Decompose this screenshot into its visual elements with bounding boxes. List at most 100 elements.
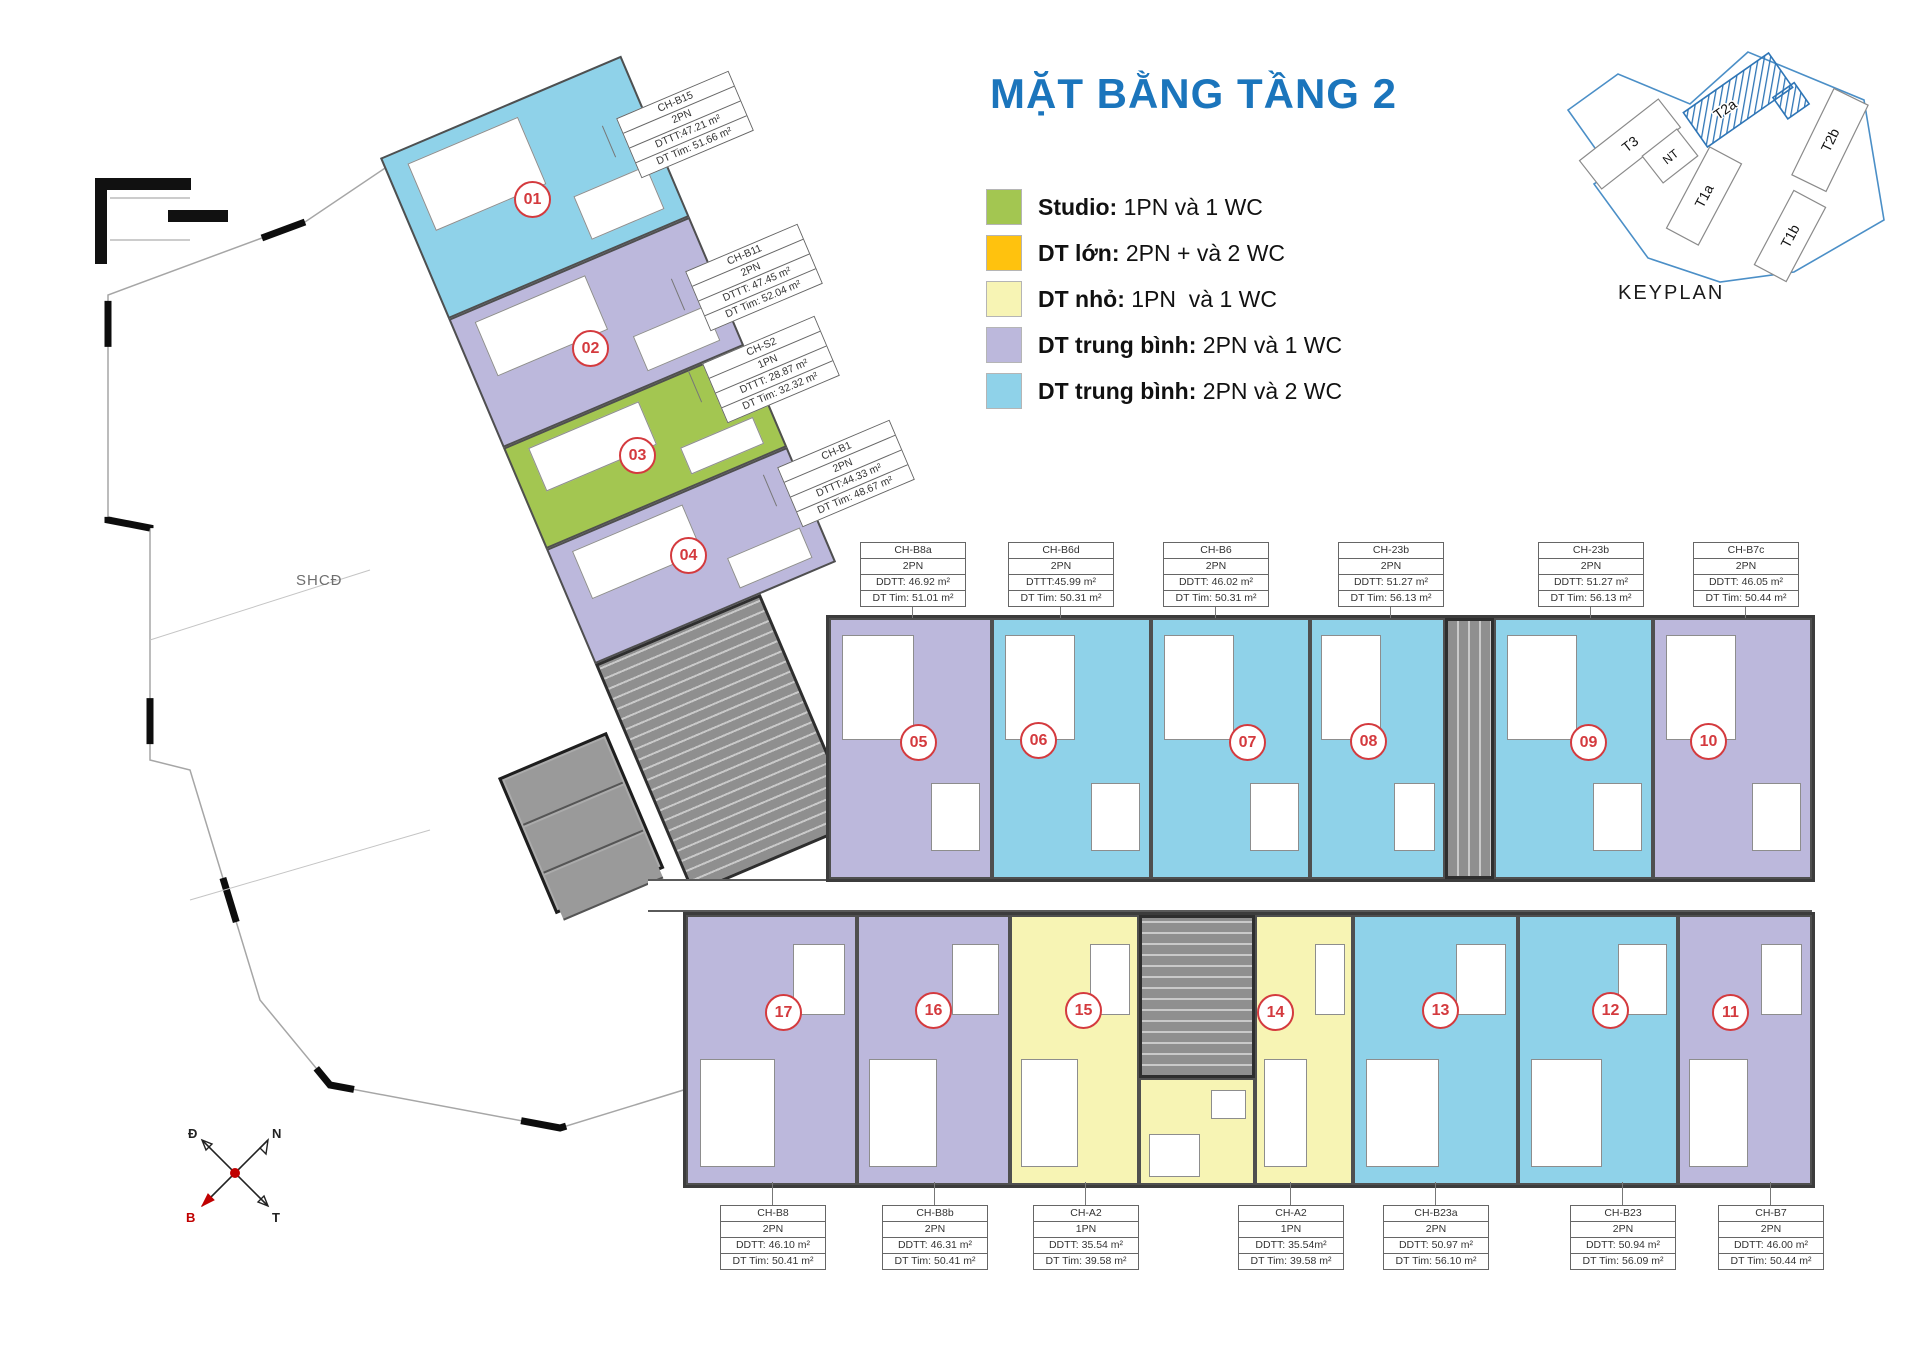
legend-label: DT nhỏ: 1PN và 1 WC bbox=[1038, 285, 1277, 312]
legend-label: DT lớn: 2PN + và 2 WC bbox=[1038, 239, 1286, 266]
unit-number-16: 16 bbox=[915, 992, 952, 1029]
apartment-label-area1: DTTT:45.99 m² bbox=[1009, 574, 1113, 590]
unit-number-05: 05 bbox=[900, 724, 937, 761]
legend-swatch-dt-tb-1wc bbox=[986, 327, 1022, 363]
apartment-label-type: 2PN bbox=[1719, 1221, 1823, 1237]
apartment-label-area1: DDTT: 46.10 m² bbox=[721, 1237, 825, 1253]
apartment-label-area2: DT Tim: 51.01 m² bbox=[861, 590, 965, 606]
apartment-label-area2: DT Tim: 50.41 m² bbox=[883, 1253, 987, 1269]
apartment-label-area1: DDTT: 50.97 m² bbox=[1384, 1237, 1488, 1253]
legend-item-dt-tb-2wc: DT trung bình: 2PN và 2 WC bbox=[986, 373, 1343, 409]
apartment-label-type: 2PN bbox=[1571, 1221, 1675, 1237]
apartment-label-area1: DDTT: 46.31 m² bbox=[883, 1237, 987, 1253]
label-leader bbox=[912, 606, 913, 618]
apartment-label-area1: DDTT: 46.02 m² bbox=[1164, 574, 1268, 590]
label-leader bbox=[1435, 1182, 1436, 1205]
label-leader bbox=[1390, 606, 1391, 618]
apartment-label-code: CH-B8b bbox=[883, 1206, 987, 1221]
unit-11 bbox=[1678, 915, 1812, 1185]
legend-label: DT trung bình: 2PN và 1 WC bbox=[1038, 331, 1343, 358]
label-leader bbox=[934, 1182, 935, 1205]
unit-number-02: 02 bbox=[572, 330, 609, 367]
unit-number-01: 01 bbox=[514, 181, 551, 218]
apartment-label-code: CH-B23 bbox=[1571, 1206, 1675, 1221]
label-leader bbox=[772, 1182, 773, 1205]
apartment-label-code: CH-B7 bbox=[1719, 1206, 1823, 1221]
unit-14 bbox=[1255, 915, 1353, 1185]
apartment-label-area2: DT Tim: 56.09 m² bbox=[1571, 1253, 1675, 1269]
apartment-label-type: 2PN bbox=[1339, 558, 1443, 574]
page-title: MẶT BẰNG TẦNG 2 bbox=[990, 70, 1397, 117]
apartment-label-area2: DT Tim: 50.31 m² bbox=[1164, 590, 1268, 606]
label-leader bbox=[1215, 606, 1216, 618]
apartment-label-area2: DT Tim: 50.44 m² bbox=[1719, 1253, 1823, 1269]
unit-number-07: 07 bbox=[1229, 724, 1266, 761]
unit-number-11: 11 bbox=[1712, 994, 1749, 1031]
legend-label: DT trung bình: 2PN và 2 WC bbox=[1038, 377, 1343, 404]
apartment-label-area1: DDTT: 35.54 m² bbox=[1034, 1237, 1138, 1253]
unit-17 bbox=[686, 915, 857, 1185]
unit-number-13: 13 bbox=[1422, 992, 1459, 1029]
wing-east-bottom-row bbox=[683, 912, 1815, 1188]
apartment-label-type: 2PN bbox=[861, 558, 965, 574]
unit-13 bbox=[1353, 915, 1518, 1185]
common-area-label: SHCĐ bbox=[296, 572, 343, 589]
apartment-label-area2: DT Tim: 39.58 m² bbox=[1239, 1253, 1343, 1269]
legend-swatch-dt-lon bbox=[986, 235, 1022, 271]
apartment-label-type: 1PN bbox=[1034, 1221, 1138, 1237]
legend-swatch-dt-nho bbox=[986, 281, 1022, 317]
unit-number-15: 15 bbox=[1065, 992, 1102, 1029]
label-leader bbox=[1770, 1182, 1771, 1205]
apartment-label-area1: DDTT: 46.00 m² bbox=[1719, 1237, 1823, 1253]
unit-number-08: 08 bbox=[1350, 723, 1387, 760]
unit-number-06: 06 bbox=[1020, 722, 1057, 759]
legend-swatch-studio bbox=[986, 189, 1022, 225]
apartment-label-type: 1PN bbox=[1239, 1221, 1343, 1237]
apartment-label-area1: DDTT: 46.05 m² bbox=[1694, 574, 1798, 590]
legend-item-dt-lon: DT lớn: 2PN + và 2 WC bbox=[986, 235, 1342, 271]
compass-rose: Đ N B T bbox=[186, 1126, 281, 1225]
apartment-label-type: 2PN bbox=[883, 1221, 987, 1237]
corridor bbox=[648, 879, 1812, 912]
keyplan-building-t1a: T1a bbox=[1665, 146, 1743, 246]
apartment-label-code: CH-B6d bbox=[1009, 543, 1113, 558]
compass-letter-d: Đ bbox=[188, 1126, 197, 1141]
apartment-label-code: CH-B8 bbox=[721, 1206, 825, 1221]
apartment-label-type: 2PN bbox=[1009, 558, 1113, 574]
compass-letter-t: T bbox=[272, 1210, 280, 1225]
label-leader bbox=[1060, 606, 1061, 618]
wing-east-top-row bbox=[826, 615, 1815, 882]
apartment-label-code: CH-B23a bbox=[1384, 1206, 1488, 1221]
legend: Studio: 1PN và 1 WC DT lớn: 2PN + và 2 W… bbox=[986, 189, 1343, 420]
unit-number-12: 12 bbox=[1592, 992, 1629, 1029]
compass-letter-n: N bbox=[272, 1126, 281, 1141]
apartment-label-area1: DDTT: 50.94 m² bbox=[1571, 1237, 1675, 1253]
compass-letter-b: B bbox=[186, 1210, 195, 1225]
apartment-label-code: CH-B7c bbox=[1694, 543, 1798, 558]
unit-06 bbox=[992, 618, 1151, 879]
apartment-label-area2: DT Tim: 56.10 m² bbox=[1384, 1253, 1488, 1269]
apartment-label-code: CH-B8a bbox=[861, 543, 965, 558]
apartment-label-type: 2PN bbox=[1694, 558, 1798, 574]
apartment-label-area2: DT Tim: 50.41 m² bbox=[721, 1253, 825, 1269]
keyplan-building-t2a-highlighted: T2a bbox=[1682, 51, 1811, 149]
apartment-label-area1: DDTT: 51.27 m² bbox=[1539, 574, 1643, 590]
legend-item-studio: Studio: 1PN và 1 WC bbox=[986, 189, 1342, 225]
keyplan-building-t1b: T1b bbox=[1753, 189, 1827, 283]
apartment-label-code: CH-B6 bbox=[1164, 543, 1268, 558]
legend-swatch-dt-tb-2wc bbox=[986, 373, 1022, 409]
unit-08 bbox=[1310, 618, 1445, 879]
unit-number-14: 14 bbox=[1257, 994, 1294, 1031]
apartment-label-area2: DT Tim: 56.13 m² bbox=[1539, 590, 1643, 606]
apartment-label-area1: DDTT: 35.54m² bbox=[1239, 1237, 1343, 1253]
apartment-label-code: CH-A2 bbox=[1034, 1206, 1138, 1221]
